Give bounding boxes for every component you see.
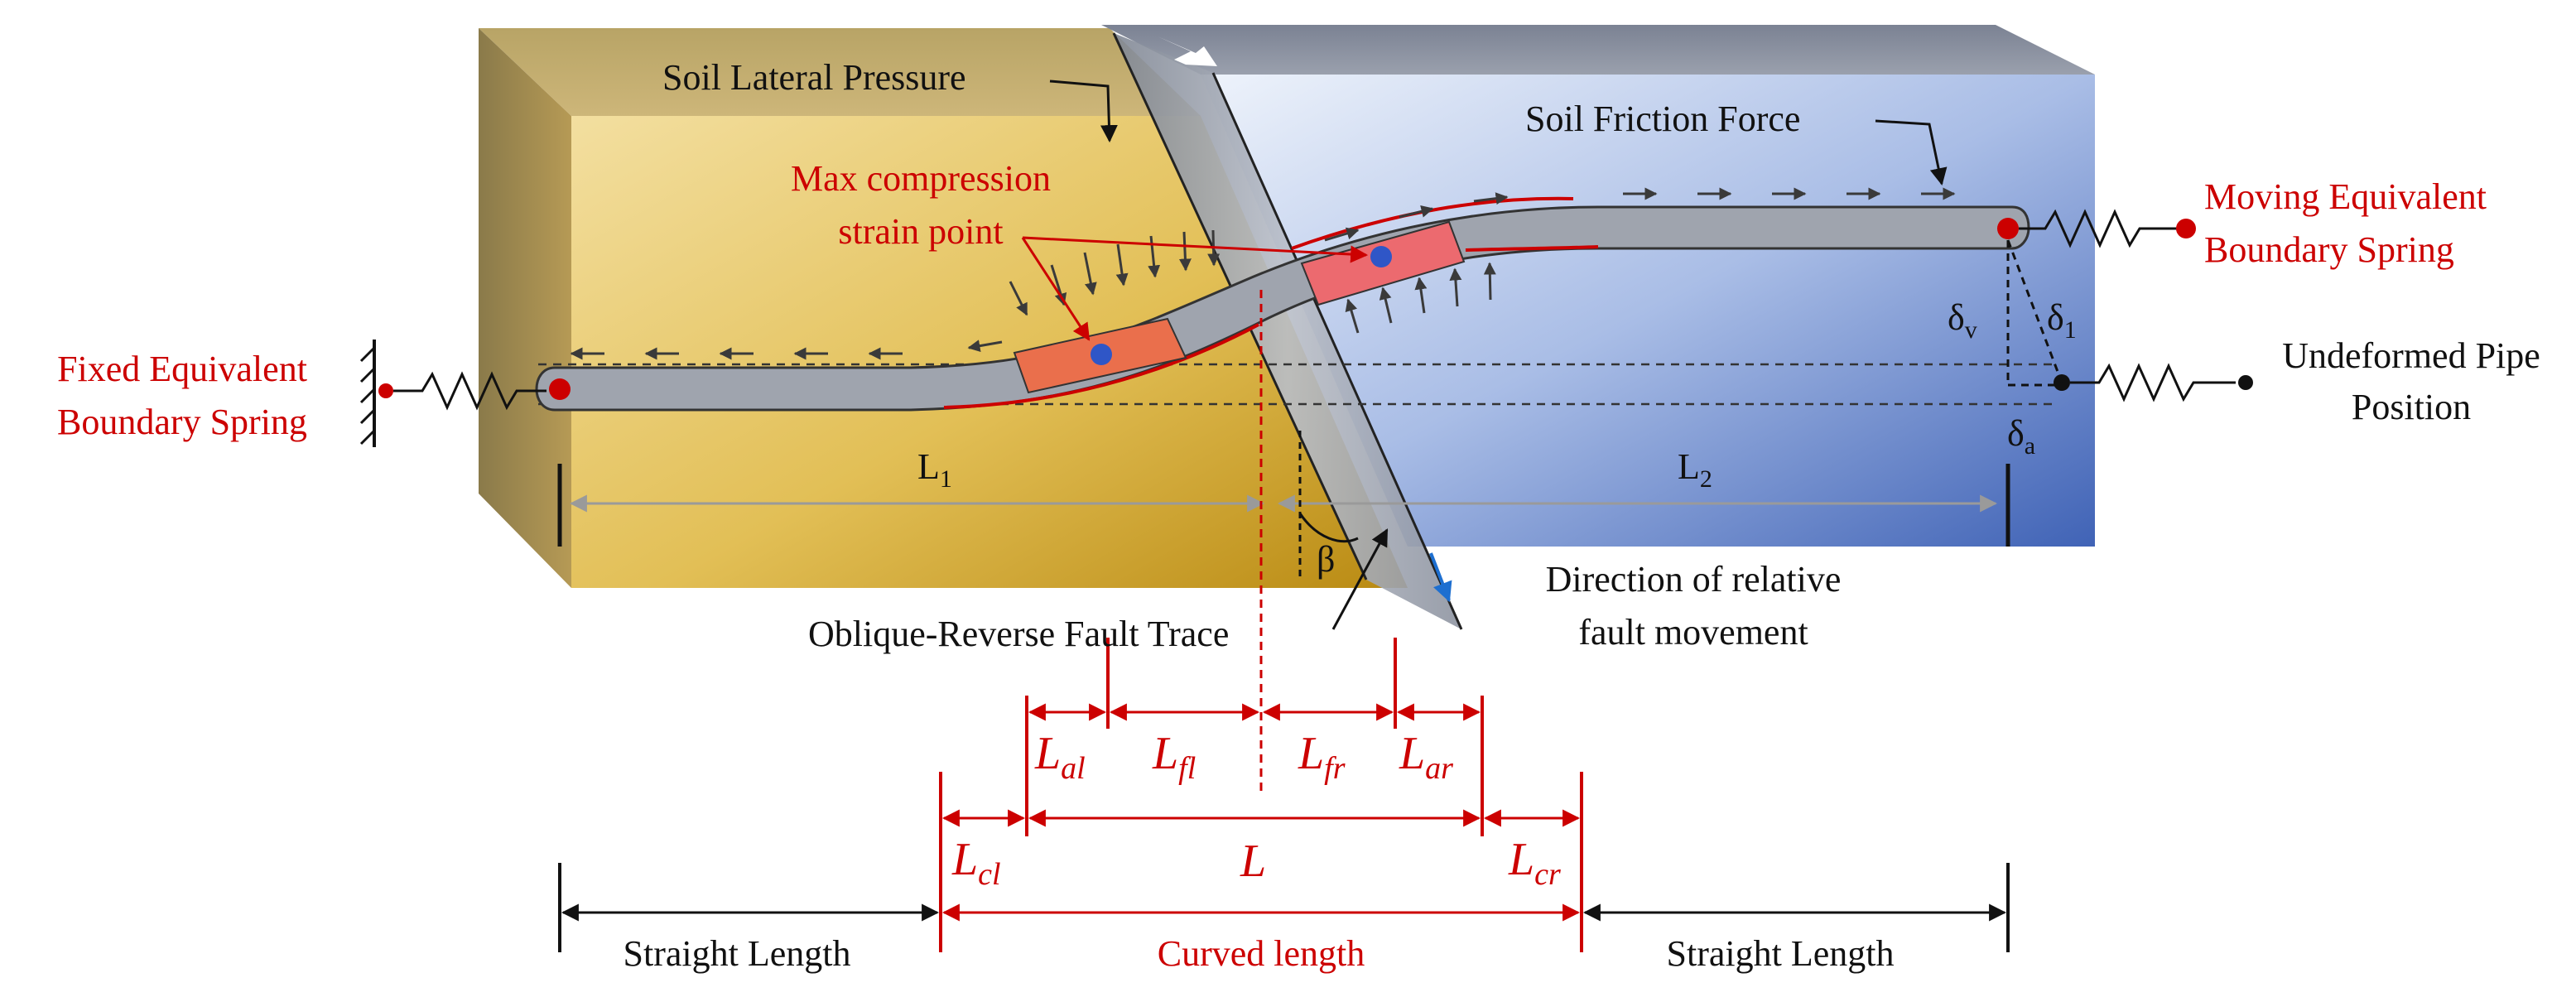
l-fr-label: Lfr bbox=[1298, 728, 1346, 786]
undeformed-label-1: Undeformed Pipe bbox=[2282, 335, 2540, 376]
straight-length-left-label: Straight Length bbox=[624, 933, 851, 974]
delta-a-label: δa bbox=[2007, 413, 2035, 460]
soil-lateral-pressure-label: Soil Lateral Pressure bbox=[662, 57, 966, 98]
delta-v-label: δv bbox=[1948, 297, 1977, 344]
fixed-boundary-spring bbox=[359, 340, 571, 447]
l-label: L bbox=[1240, 836, 1266, 887]
right-block-top bbox=[1101, 25, 2095, 75]
delta-1-label: δ1 bbox=[2047, 297, 2077, 344]
moving-boundary-spring bbox=[1997, 209, 2196, 248]
right-max-strain-dot bbox=[1370, 246, 1392, 267]
beta-label: β bbox=[1317, 539, 1335, 580]
max-compression-label-1: Max compression bbox=[791, 158, 1051, 199]
fault-top-arrow-icon bbox=[1158, 36, 1217, 66]
left-block-side bbox=[479, 28, 571, 588]
moving-spring-label-2: Boundary Spring bbox=[2204, 229, 2454, 270]
l-fl-label: Lfl bbox=[1152, 728, 1196, 786]
soil-friction-force-label: Soil Friction Force bbox=[1525, 99, 1800, 139]
fixed-spring-label-2: Boundary Spring bbox=[57, 402, 307, 442]
fault-trace-label: Oblique-Reverse Fault Trace bbox=[808, 614, 1229, 654]
moving-spring-label-1: Moving Equivalent bbox=[2204, 176, 2487, 217]
straight-length-right-label: Straight Length bbox=[1667, 933, 1895, 974]
left-max-strain-dot bbox=[1091, 344, 1112, 365]
left-block-top bbox=[479, 28, 1201, 116]
displacement-triangle bbox=[2006, 239, 2063, 387]
undeformed-label-2: Position bbox=[2352, 387, 2471, 427]
pipe bbox=[535, 187, 2030, 412]
curved-length-label: Curved length bbox=[1158, 933, 1365, 974]
l-ar-label: Lar bbox=[1399, 728, 1453, 786]
direction-label-2: fault movement bbox=[1578, 612, 1808, 653]
left-soil-block bbox=[479, 28, 1408, 588]
fixed-spring-label-1: Fixed Equivalent bbox=[57, 349, 307, 389]
fault-movement-arrow bbox=[1429, 552, 1452, 603]
l-cl-label: Lcl bbox=[951, 834, 1001, 892]
l-al-label: Lal bbox=[1034, 728, 1086, 786]
max-compression-label-2: strain point bbox=[838, 211, 1003, 252]
l1-label: L1 bbox=[917, 446, 952, 493]
left-block-front bbox=[571, 116, 1408, 588]
dimension-system bbox=[558, 290, 2010, 952]
l2-label: L2 bbox=[1678, 446, 1712, 493]
l1-l2-baseline bbox=[557, 431, 2010, 580]
direction-label-1: Direction of relative bbox=[1546, 559, 1842, 600]
leader-lines bbox=[1021, 79, 1948, 630]
l-cr-label: Lcr bbox=[1508, 834, 1561, 892]
